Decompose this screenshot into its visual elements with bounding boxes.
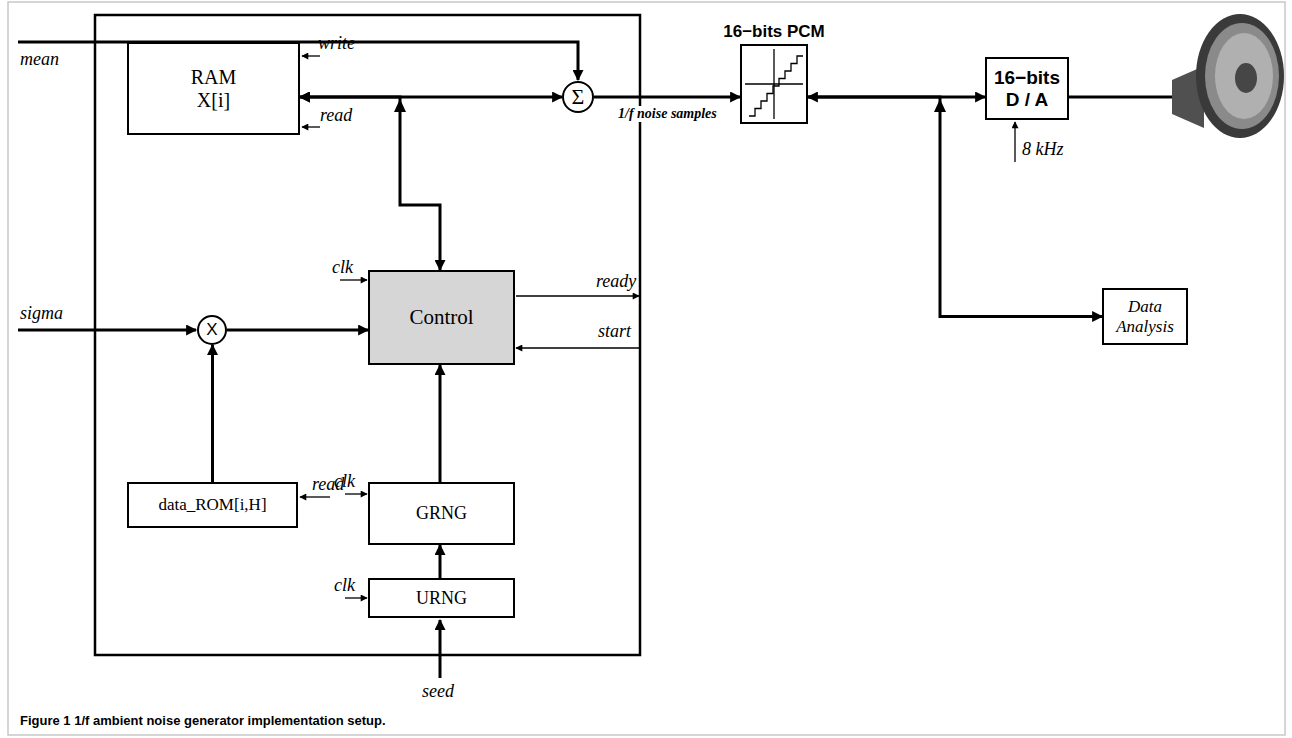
signal-arrow bbox=[1014, 122, 1015, 162]
block-label: Data Analysis bbox=[1109, 297, 1181, 336]
block-label: GRNG bbox=[416, 503, 467, 524]
signal-arrow bbox=[345, 597, 367, 598]
figure-frame bbox=[8, 2, 1285, 735]
memory-block: RAM X[i] bbox=[127, 42, 300, 135]
gaussian-rng-block: GRNG bbox=[368, 482, 515, 545]
bus-connector bbox=[300, 97, 440, 270]
block-label: data_ROM[i,H] bbox=[158, 495, 266, 515]
signal-name: read bbox=[320, 106, 352, 124]
bus-connector bbox=[594, 96, 740, 99]
signal-name: write bbox=[318, 34, 355, 52]
block-label: Σ bbox=[572, 84, 585, 109]
signal-name: ready bbox=[596, 272, 636, 290]
analysis-block: Data Analysis bbox=[1102, 288, 1188, 345]
signal-arrow bbox=[302, 55, 320, 56]
signal-arrow bbox=[516, 295, 639, 296]
multiplier-circle: X bbox=[197, 315, 227, 345]
uniform-rng-block: URNG bbox=[368, 578, 515, 618]
block-label: RAM X[i] bbox=[183, 66, 245, 112]
speaker-wire bbox=[1066, 96, 1174, 99]
signal-arrow bbox=[300, 496, 330, 497]
bus-connector bbox=[439, 545, 442, 578]
control-block: Control bbox=[368, 270, 515, 365]
summer-circle: Σ bbox=[562, 81, 594, 113]
signal-name: clk bbox=[334, 472, 355, 490]
signal-name: start bbox=[598, 322, 631, 340]
signal-name: 8 kHz bbox=[1022, 140, 1064, 158]
connector-label: 1/f noise samples bbox=[617, 106, 718, 122]
signal-name: mean bbox=[20, 50, 59, 68]
rom-block: data_ROM[i,H] bbox=[127, 482, 298, 528]
block-heading: 16−bits PCM bbox=[723, 22, 825, 42]
figure-caption: Figure 1 1/f ambient noise generator imp… bbox=[20, 713, 386, 728]
signal-arrow bbox=[516, 347, 640, 348]
bus-connector bbox=[439, 365, 442, 482]
bus-connector bbox=[211, 345, 214, 482]
loudspeaker-icon bbox=[1172, 14, 1284, 138]
signal-arrow bbox=[340, 279, 367, 280]
block-label: 16−bits D / A bbox=[992, 67, 1062, 111]
signal-name: clk bbox=[334, 576, 355, 594]
signal-arrow bbox=[345, 493, 367, 494]
sigma-wire bbox=[18, 329, 196, 332]
block-label: URNG bbox=[416, 588, 467, 609]
signal-name: clk bbox=[332, 258, 353, 276]
dac-block: 16−bits D / A bbox=[985, 57, 1069, 120]
signal-name: sigma bbox=[20, 304, 63, 322]
signal-name: seed bbox=[422, 682, 454, 700]
bus-connector bbox=[227, 329, 368, 332]
generator-housing bbox=[95, 15, 640, 655]
staircase-symbol bbox=[745, 49, 803, 119]
block-label: X bbox=[206, 320, 217, 340]
signal-arrow bbox=[302, 126, 320, 127]
seed-wire bbox=[439, 620, 442, 678]
bus-connector bbox=[808, 97, 1102, 317]
pcm-quantizer: 16−bits PCM bbox=[740, 44, 808, 124]
block-label: Control bbox=[409, 305, 473, 329]
